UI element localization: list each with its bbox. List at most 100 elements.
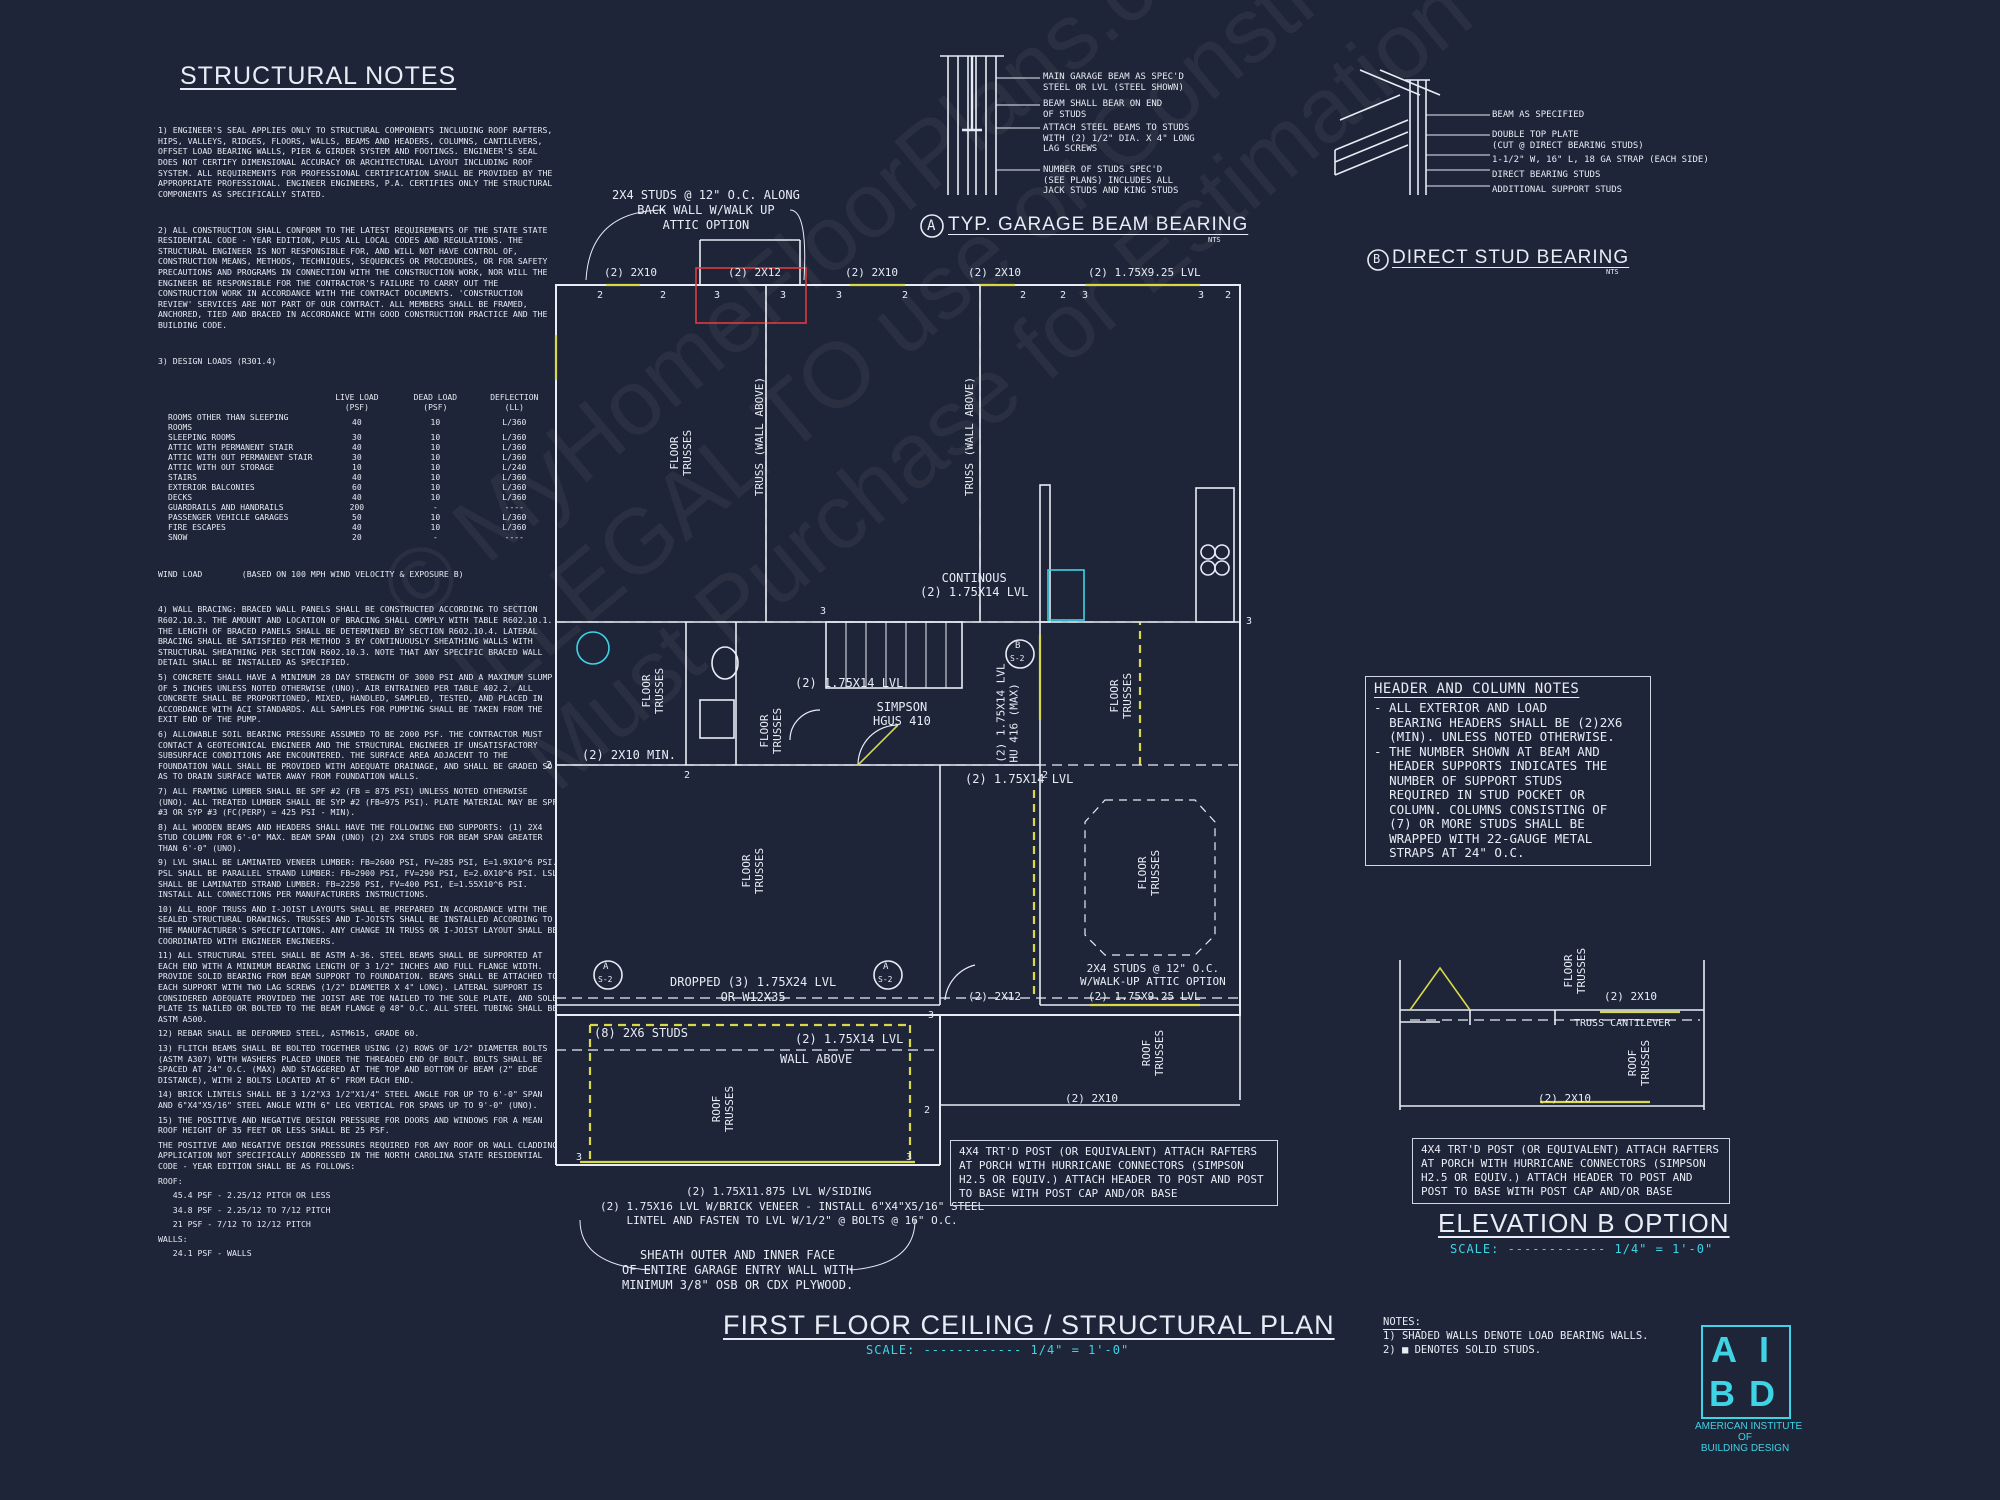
plan-simpson: SIMPSON HGUS 410 [873, 700, 931, 728]
plan-porch-2x10: (2) 2x10 [1065, 1092, 1118, 1105]
note-3: 3) DESIGN LOADS (R301.4) [158, 355, 277, 366]
design-loads-table: LIVE LOAD (PSF) DEAD LOAD (PSF) DEFLECTION… [168, 393, 558, 543]
plan-top-label-1: (2) 2x10 [604, 266, 657, 279]
plan-top-label-3: (2) 2x10 [845, 266, 898, 279]
loads-cell: SLEEPING ROOMS [168, 433, 236, 443]
structural-notes-tail: 4) WALL BRACING: BRACED WALL PANELS SHAL… [158, 604, 558, 1259]
loads-cell: 10 [430, 463, 441, 473]
table-row: SLEEPING ROOMS 30 10 L/360 [168, 433, 558, 443]
loads-cell: - [432, 503, 438, 513]
stud-count: 2 [660, 290, 667, 301]
stud-count: 2 [546, 760, 553, 771]
plan-attic-note: 2x4 STUDS @ 12" O.C. ALONG BACK WALL w/W… [612, 188, 800, 232]
plan-walkup: 2x4 STUDS @ 12" O.C. w/WALK-UP ATTIC OPT… [1080, 962, 1226, 988]
plan-tag-a-1: A [603, 962, 609, 972]
note-item: 6) ALLOWABLE SOIL BEARING PRESSURE ASSUM… [158, 728, 558, 782]
loads-cell: 10 [352, 463, 362, 473]
elevation-b-scale: SCALE: ------------ 1/4" = 1'-0" [1450, 1242, 1714, 1256]
loads-header-cell: DEAD LOAD (PSF) [413, 393, 462, 413]
elev-b-bottom-2x10: (2) 2x10 [1538, 1092, 1591, 1105]
note-item: 11) ALL STRUCTURAL STEEL SHALL BE ASTM A… [158, 950, 563, 1024]
loads-cell: L/360 [502, 483, 527, 493]
note-2: 2) ALL CONSTRUCTION SHALL CONFORM TO THE… [158, 224, 553, 330]
stud-count: 2 [597, 290, 604, 301]
loads-cell: L/360 [502, 513, 527, 523]
porch-note-elevation-b: 4x4 TRT'D POST (OR EQUIVALENT) ATTACH RA… [1412, 1138, 1730, 1204]
loads-cell: 10 [430, 523, 441, 533]
note-item: 15) THE POSITIVE AND NEGATIVE DESIGN PRE… [158, 1114, 548, 1136]
loads-cell: L/360 [502, 418, 527, 428]
stud-count: 2 [684, 770, 691, 781]
plan-tag-s2-3: S-2 [1010, 654, 1025, 663]
plan-truss-wall-above-2: TRUSS (WALL ABOVE) [963, 376, 977, 497]
beam-lines [556, 285, 1240, 1051]
loads-cell: L/360 [502, 453, 527, 463]
loads-cell: 40 [352, 473, 362, 483]
note-1: 1) ENGINEER'S SEAL APPLIES ONLY TO STRUC… [158, 125, 558, 199]
loads-cell: PASSENGER VEHICLE GARAGES [168, 513, 289, 523]
plan-roof-trusses-1: ROOF TRUSSES [710, 1085, 737, 1133]
note-item: 45.4 PSF - 2.25/12 PITCH OR LESS [158, 1190, 331, 1201]
loads-cell: L/360 [502, 493, 527, 503]
detail-a-drawing [940, 55, 1040, 195]
loads-cell: 10 [430, 453, 441, 463]
elev-b-cantilever: TRUSS CANTILEVER [1574, 1018, 1671, 1029]
stud-count: 3 [780, 290, 787, 301]
detail-b-drawing [1334, 69, 1490, 195]
loads-cell: ---- [504, 503, 524, 513]
logo-letter-i: I [1759, 1329, 1770, 1370]
header-column-notes-text: - ALL EXTERIOR AND LOAD BEARING HEADERS … [1374, 700, 1623, 860]
loads-cell: 40 [352, 418, 362, 428]
plan-dropped-beam: DROPPED (3) 1.75x24 LVL OR W12x35 [670, 975, 837, 1004]
note-item: 7) ALL FRAMING LUMBER SHALL BE SPF #2 (F… [158, 785, 563, 818]
loads-cell: DECKS [168, 493, 193, 503]
loads-cell: L/240 [502, 463, 527, 473]
plan-lvl-2: (2) 1.75x14 LVL [965, 772, 1074, 786]
bearing-walls [554, 283, 1200, 1164]
stud-count: 3 [1198, 290, 1205, 301]
stud-count: 3 [1246, 616, 1253, 627]
detail-b-nts: NTS [1606, 268, 1619, 276]
logo-letter-d: D [1749, 1373, 1775, 1414]
loads-cell: 30 [352, 433, 362, 443]
loads-cell: L/360 [502, 433, 527, 443]
loads-cell: 30 [352, 453, 362, 463]
note-item: 8) ALL WOODEN BEAMS AND HEADERS SHALL HA… [158, 821, 548, 853]
plan-min-2x10: (2) 2x10 MIN. [582, 748, 676, 762]
loads-header-cell: LIVE LOAD (PSF) [335, 393, 384, 413]
loads-header-cell: DEFLECTION (LL) [490, 393, 544, 413]
loads-cell: ATTIC WITH OUT STORAGE [168, 463, 274, 473]
plan-floor-trusses-5: FLOOR TRUSSES [740, 847, 767, 895]
plan-top-label-5: (2) 1.75x9.25 LVL [1088, 266, 1201, 279]
detail-b-callout-5: ADDITIONAL SUPPORT STUDS [1492, 185, 1623, 195]
loads-cell: 10 [430, 483, 441, 493]
legend-notes: NOTES: 1) SHADED WALLS DENOTE LOAD BEARI… [1383, 1315, 1649, 1357]
loads-cell: FIRE ESCAPES [168, 523, 226, 533]
stud-count: 2 [1042, 770, 1049, 781]
loads-cell: 10 [430, 443, 441, 453]
stud-count: 3 [714, 290, 721, 301]
loads-cell: GUARDRAILS AND HANDRAILS [168, 503, 284, 513]
detail-b-callout-2: DOUBLE TOP PLATE (CUT @ DIRECT BEARING S… [1492, 130, 1644, 151]
logo-letter-b: B [1709, 1373, 1735, 1414]
loads-cell: 10 [430, 433, 441, 443]
plan-porch-2x12: (2) 2x12 [968, 990, 1021, 1003]
loads-cell: ATTIC WITH PERMANENT STAIR [168, 443, 294, 453]
note-item: WALLS: [158, 1233, 188, 1244]
aibd-logo-caption: AMERICAN INSTITUTE OF BUILDING DESIGN [1695, 1421, 1803, 1454]
note-item: 24.1 PSF - WALLS [158, 1248, 252, 1259]
logo-letter-a: A [1711, 1329, 1737, 1370]
loads-cell: 60 [352, 483, 362, 493]
plan-floor-trusses-1: FLOOR TRUSSES [668, 429, 695, 477]
plan-floor-trusses-4: FLOOR TRUSSES [1108, 672, 1135, 720]
note-item: THE POSITIVE AND NEGATIVE DESIGN PRESSUR… [158, 1139, 563, 1171]
plan-lvl-vertical: (2) 1.75x14 LVL HU 416 (MAX) [994, 663, 1021, 763]
loads-cell: L/360 [502, 473, 527, 483]
detail-b-callout-3: 1-1/2" W, 16" L, 18 GA STRAP (EACH SIDE) [1492, 155, 1709, 165]
plan-roof-trusses-2: ROOF TRUSSES [1140, 1029, 1167, 1077]
